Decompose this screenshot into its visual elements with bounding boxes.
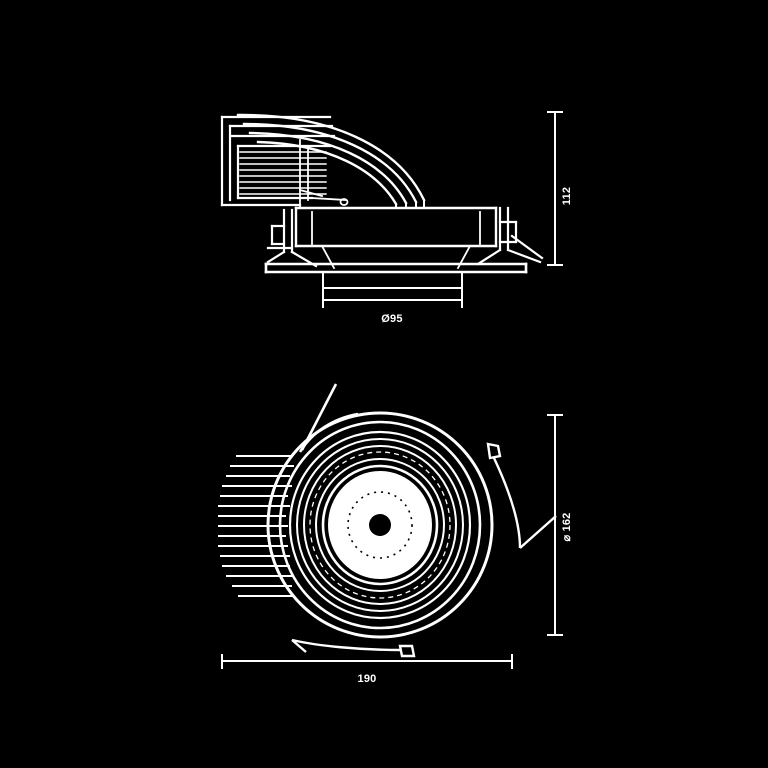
front-spring-clip-top xyxy=(298,383,359,453)
dimension-label-width-190: 190 xyxy=(358,673,377,685)
side-housing-barrel xyxy=(294,206,498,248)
front-lens-ring xyxy=(321,464,439,586)
side-pivot-detail xyxy=(298,139,349,208)
side-arc-end-caps xyxy=(395,199,425,208)
front-led-center-dot xyxy=(369,514,391,536)
side-section-view xyxy=(220,113,544,293)
side-spring-clip-right xyxy=(476,206,544,266)
front-reflector-inner-ring xyxy=(315,458,445,592)
side-tilt-arc-bands xyxy=(236,113,426,206)
front-mid-ring-a xyxy=(288,430,472,620)
side-cutout-edges xyxy=(322,271,463,293)
side-heatsink-fins xyxy=(239,151,327,195)
dimension-cutout-95 xyxy=(322,293,463,308)
dimension-label-cutout-95: Ø95 xyxy=(381,313,402,325)
dimension-label-height-112: 112 xyxy=(561,187,573,205)
side-reflector-cone xyxy=(311,211,481,270)
side-trim-flange xyxy=(264,262,528,274)
dimension-diameter-162 xyxy=(547,414,563,636)
front-spring-clip-right xyxy=(486,442,557,549)
front-led-registration-marks xyxy=(347,491,413,559)
front-outer-flange-ring xyxy=(266,411,494,639)
dimension-label-diameter-162: ⌀ 162 xyxy=(561,512,573,541)
side-heatsink-block xyxy=(220,115,336,207)
front-reflector-dashed-ring xyxy=(309,451,451,599)
front-plan-view xyxy=(218,383,557,658)
front-mid-ring-b xyxy=(296,438,464,612)
front-reflector-outer-ring xyxy=(303,445,457,605)
front-heatsink-fins xyxy=(218,455,294,597)
side-spring-clip-left xyxy=(266,208,318,268)
dimension-height-112 xyxy=(547,111,563,266)
front-spring-clip-bottom xyxy=(291,638,416,658)
dimension-width-190 xyxy=(221,654,513,669)
front-outer-body-ring xyxy=(278,420,482,630)
